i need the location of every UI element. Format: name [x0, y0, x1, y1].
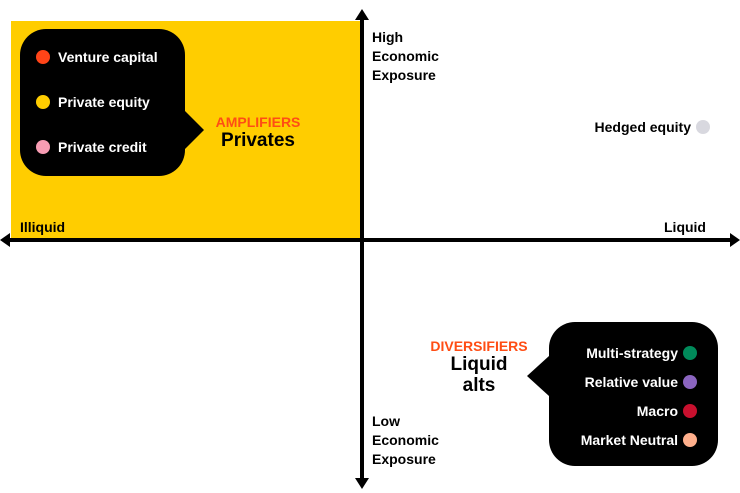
- hedged-equity-point: Hedged equity: [595, 118, 710, 136]
- venture-capital-dot-icon: [36, 50, 50, 64]
- legend-item-label: Private equity: [58, 94, 150, 110]
- liquidity-axis: [8, 238, 732, 242]
- arrow-down-icon: [355, 478, 369, 489]
- axis-label-line: Exposure: [372, 451, 436, 467]
- axis-label-line: Economic: [372, 432, 439, 448]
- privates-heading: Privates: [221, 130, 295, 151]
- amplifiers-kicker: AMPLIFIERS: [215, 114, 301, 130]
- macro-dot-icon: [683, 404, 697, 418]
- arrow-up-icon: [355, 9, 369, 20]
- legend-item-macro: Macro: [637, 402, 697, 420]
- legend-item-private-credit: Private credit: [36, 138, 147, 156]
- private-credit-dot-icon: [36, 140, 50, 154]
- legend-item-private-equity: Private equity: [36, 93, 150, 111]
- arrow-left-icon: [0, 233, 10, 247]
- relative-value-dot-icon: [683, 375, 697, 389]
- axis-label-high-exposure: High Economic Exposure: [372, 28, 439, 85]
- legend-item-label: Relative value: [584, 374, 678, 390]
- legend-item-label: Market Neutral: [580, 432, 678, 448]
- liquid-alts-heading-line1: Liquid: [450, 354, 508, 375]
- liquid-alts-bubble-tail: [527, 356, 549, 396]
- multi-strategy-dot-icon: [683, 346, 697, 360]
- axis-label-line: High: [372, 29, 404, 45]
- axis-label-line: Low: [372, 413, 400, 429]
- axis-label-illiquid: Illiquid: [20, 219, 66, 235]
- amplifiers-title: AMPLIFIERS Privates: [206, 114, 310, 151]
- private-equity-dot-icon: [36, 95, 50, 109]
- legend-item-label: Venture capital: [58, 49, 158, 65]
- legend-item-market-neutral: Market Neutral: [581, 431, 697, 449]
- liquid-alts-heading-line2: alts: [462, 375, 496, 396]
- hedged-equity-dot-icon: [696, 120, 710, 134]
- legend-item-label: Multi-strategy: [586, 345, 678, 361]
- arrow-right-icon: [730, 233, 740, 247]
- legend-item-venture-capital: Venture capital: [36, 48, 158, 66]
- diversifiers-title: DIVERSIFIERS Liquid alts: [420, 338, 538, 396]
- market-neutral-dot-icon: [683, 433, 697, 447]
- axis-label-line: Economic: [372, 48, 439, 64]
- legend-item-relative-value: Relative value: [585, 373, 697, 391]
- hedged-equity-label: Hedged equity: [594, 119, 691, 135]
- legend-item-label: Macro: [636, 403, 678, 419]
- legend-item-label: Private credit: [58, 139, 147, 155]
- axis-label-line: Exposure: [372, 67, 436, 83]
- economic-exposure-axis: [360, 18, 364, 484]
- diversifiers-kicker: DIVERSIFIERS: [430, 338, 528, 354]
- privates-bubble-tail: [184, 110, 204, 150]
- axis-label-liquid: Liquid: [664, 219, 706, 235]
- axis-label-low-exposure: Low Economic Exposure: [372, 412, 439, 469]
- legend-item-multi-strategy: Multi-strategy: [586, 344, 697, 362]
